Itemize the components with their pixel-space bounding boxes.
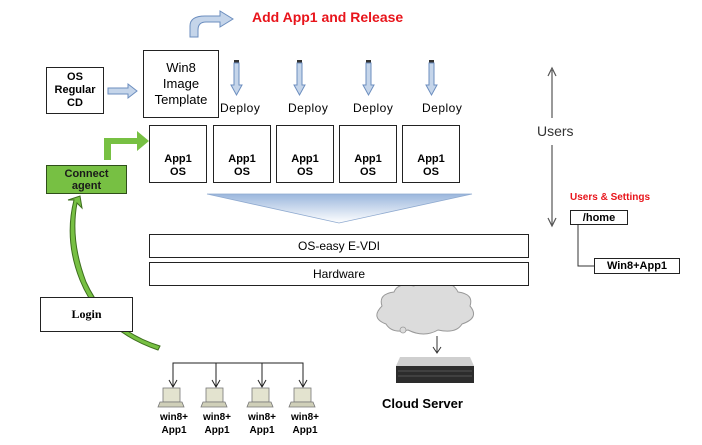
template-line3: Template bbox=[154, 92, 208, 107]
client-os-label: win8+ bbox=[290, 412, 320, 423]
laptop-icon-1 bbox=[157, 387, 185, 408]
os-cd-line2: Regular bbox=[54, 84, 96, 96]
os-to-template-arrow-icon bbox=[107, 82, 138, 100]
deploy-arrow-icon-3 bbox=[362, 60, 375, 97]
deploy-label-4: Deploy bbox=[422, 101, 463, 115]
vm-app-label: App1 bbox=[354, 153, 382, 165]
login-label: Login bbox=[71, 307, 102, 321]
vm-os-label: OS bbox=[423, 166, 439, 178]
os-easy-evdi-layer: OS-easy E-VDI bbox=[149, 234, 529, 258]
client-app-label: App1 bbox=[249, 425, 275, 436]
deploy-arrows bbox=[230, 60, 438, 97]
template-line2: Image bbox=[162, 76, 200, 91]
vm-os-label: OS bbox=[297, 166, 313, 178]
hardware-label: Hardware bbox=[312, 267, 366, 281]
os-regular-cd-box: OS Regular CD bbox=[46, 67, 104, 114]
users-label: Users bbox=[537, 123, 574, 139]
login-box: Login bbox=[40, 297, 133, 332]
agent-connect-arrow-icon bbox=[104, 131, 149, 160]
diagram-title: Add App1 and Release bbox=[252, 9, 404, 25]
connect-agent-box: Connect agent bbox=[46, 165, 127, 194]
client-os-label: win8+ bbox=[202, 412, 232, 423]
vm-app-label: App1 bbox=[291, 153, 319, 165]
client-app-label: App1 bbox=[204, 425, 230, 436]
home-tree-connector bbox=[577, 224, 594, 267]
laptop-icon-2 bbox=[200, 387, 228, 408]
laptop-icon-4 bbox=[288, 387, 316, 408]
vm-app-label: App1 bbox=[417, 153, 445, 165]
deploy-arrow-icon-1 bbox=[230, 60, 243, 97]
deploy-arrow-icon-4 bbox=[425, 60, 438, 97]
client-label-2: win8+ App1 bbox=[198, 411, 236, 437]
vm-os-label: OS bbox=[360, 166, 376, 178]
vm-box-5: App1 OS bbox=[402, 125, 460, 183]
vm-box-4: App1 OS bbox=[339, 125, 397, 183]
client-app-label: App1 bbox=[292, 425, 318, 436]
client-label-4: win8+ App1 bbox=[286, 411, 324, 437]
deploy-label-2: Deploy bbox=[288, 101, 329, 115]
client-tree-connector bbox=[168, 362, 308, 389]
curved-release-arrow-icon bbox=[189, 10, 234, 38]
connect-agent-line2: agent bbox=[71, 179, 102, 192]
client-app-label: App1 bbox=[161, 425, 187, 436]
home-folder-label: /home bbox=[582, 211, 616, 224]
deploy-label-1: Deploy bbox=[220, 101, 261, 115]
client-os-label: win8+ bbox=[159, 412, 189, 423]
client-os-label: win8+ bbox=[247, 412, 277, 423]
vm-app-label: App1 bbox=[228, 153, 256, 165]
vm-os-label: OS bbox=[234, 166, 250, 178]
os-cd-line1: OS bbox=[67, 71, 83, 83]
connect-agent-line1: Connect bbox=[64, 167, 109, 180]
hardware-layer: Hardware bbox=[149, 262, 529, 286]
server-icon bbox=[396, 357, 474, 383]
vm-app-label: App1 bbox=[164, 153, 192, 165]
vm-box-2: App1 OS bbox=[213, 125, 271, 183]
client-laptop-icons bbox=[157, 387, 316, 408]
cloud-server-label: Cloud Server bbox=[382, 396, 463, 411]
vm-os-label: OS bbox=[170, 166, 186, 178]
merge-funnel-icon bbox=[206, 193, 473, 224]
template-line1: Win8 bbox=[166, 60, 196, 75]
client-label-1: win8+ App1 bbox=[155, 411, 193, 437]
deploy-label-3: Deploy bbox=[353, 101, 394, 115]
home-folder-box: /home bbox=[570, 210, 628, 225]
os-cd-line3: CD bbox=[67, 97, 83, 109]
user-profile-box: Win8+App1 bbox=[594, 258, 680, 274]
evdi-label: OS-easy E-VDI bbox=[297, 239, 381, 253]
client-label-3: win8+ App1 bbox=[243, 411, 281, 437]
vm-box-3: App1 OS bbox=[276, 125, 334, 183]
users-settings-title: Users & Settings bbox=[570, 192, 651, 203]
win8-image-template-box: Win8 Image Template bbox=[143, 50, 219, 118]
vm-box-1: App1 OS bbox=[149, 125, 207, 183]
user-profile-label: Win8+App1 bbox=[606, 260, 668, 272]
laptop-icon-3 bbox=[246, 387, 274, 408]
cloud-icon bbox=[376, 281, 475, 335]
deploy-arrow-icon-2 bbox=[293, 60, 306, 97]
